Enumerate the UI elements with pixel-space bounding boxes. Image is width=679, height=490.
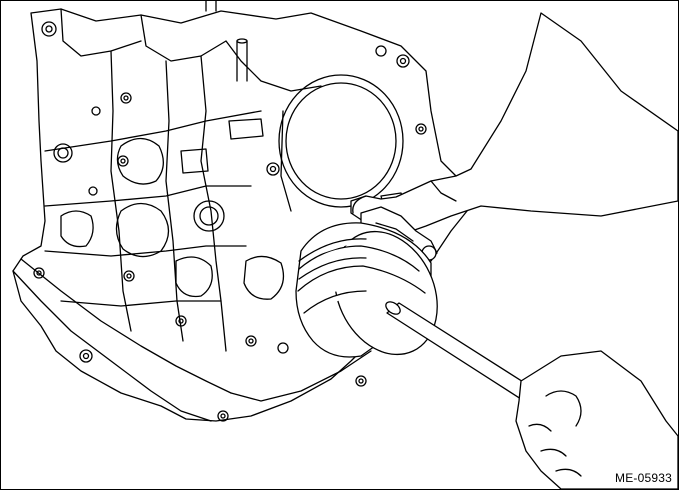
lower-hand (515, 350, 678, 489)
engine-block (12, 1, 472, 422)
piston-ring-compressor (295, 206, 438, 358)
figure-id-label: ME-05933 (615, 471, 672, 485)
